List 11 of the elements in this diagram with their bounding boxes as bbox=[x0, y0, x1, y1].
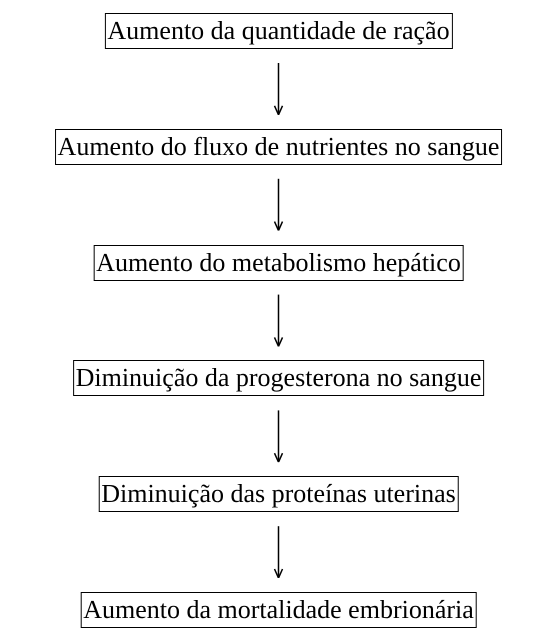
arrow bbox=[274, 410, 284, 463]
box-text: Aumento do fluxo de nutrientes no sangue bbox=[58, 132, 500, 161]
arrow bbox=[274, 526, 284, 579]
box-text: Aumento da mortalidade embrionária bbox=[83, 595, 474, 624]
box-text: Aumento do metabolismo hepático bbox=[96, 248, 461, 277]
box-text: Diminuição da progesterona no sangue bbox=[76, 363, 482, 392]
box-text: Diminuição das proteínas uterinas bbox=[101, 479, 456, 508]
arrow bbox=[274, 294, 284, 348]
box-text: Aumento da quantidade de ração bbox=[107, 16, 450, 45]
arrow bbox=[274, 63, 284, 116]
arrow bbox=[274, 178, 284, 232]
